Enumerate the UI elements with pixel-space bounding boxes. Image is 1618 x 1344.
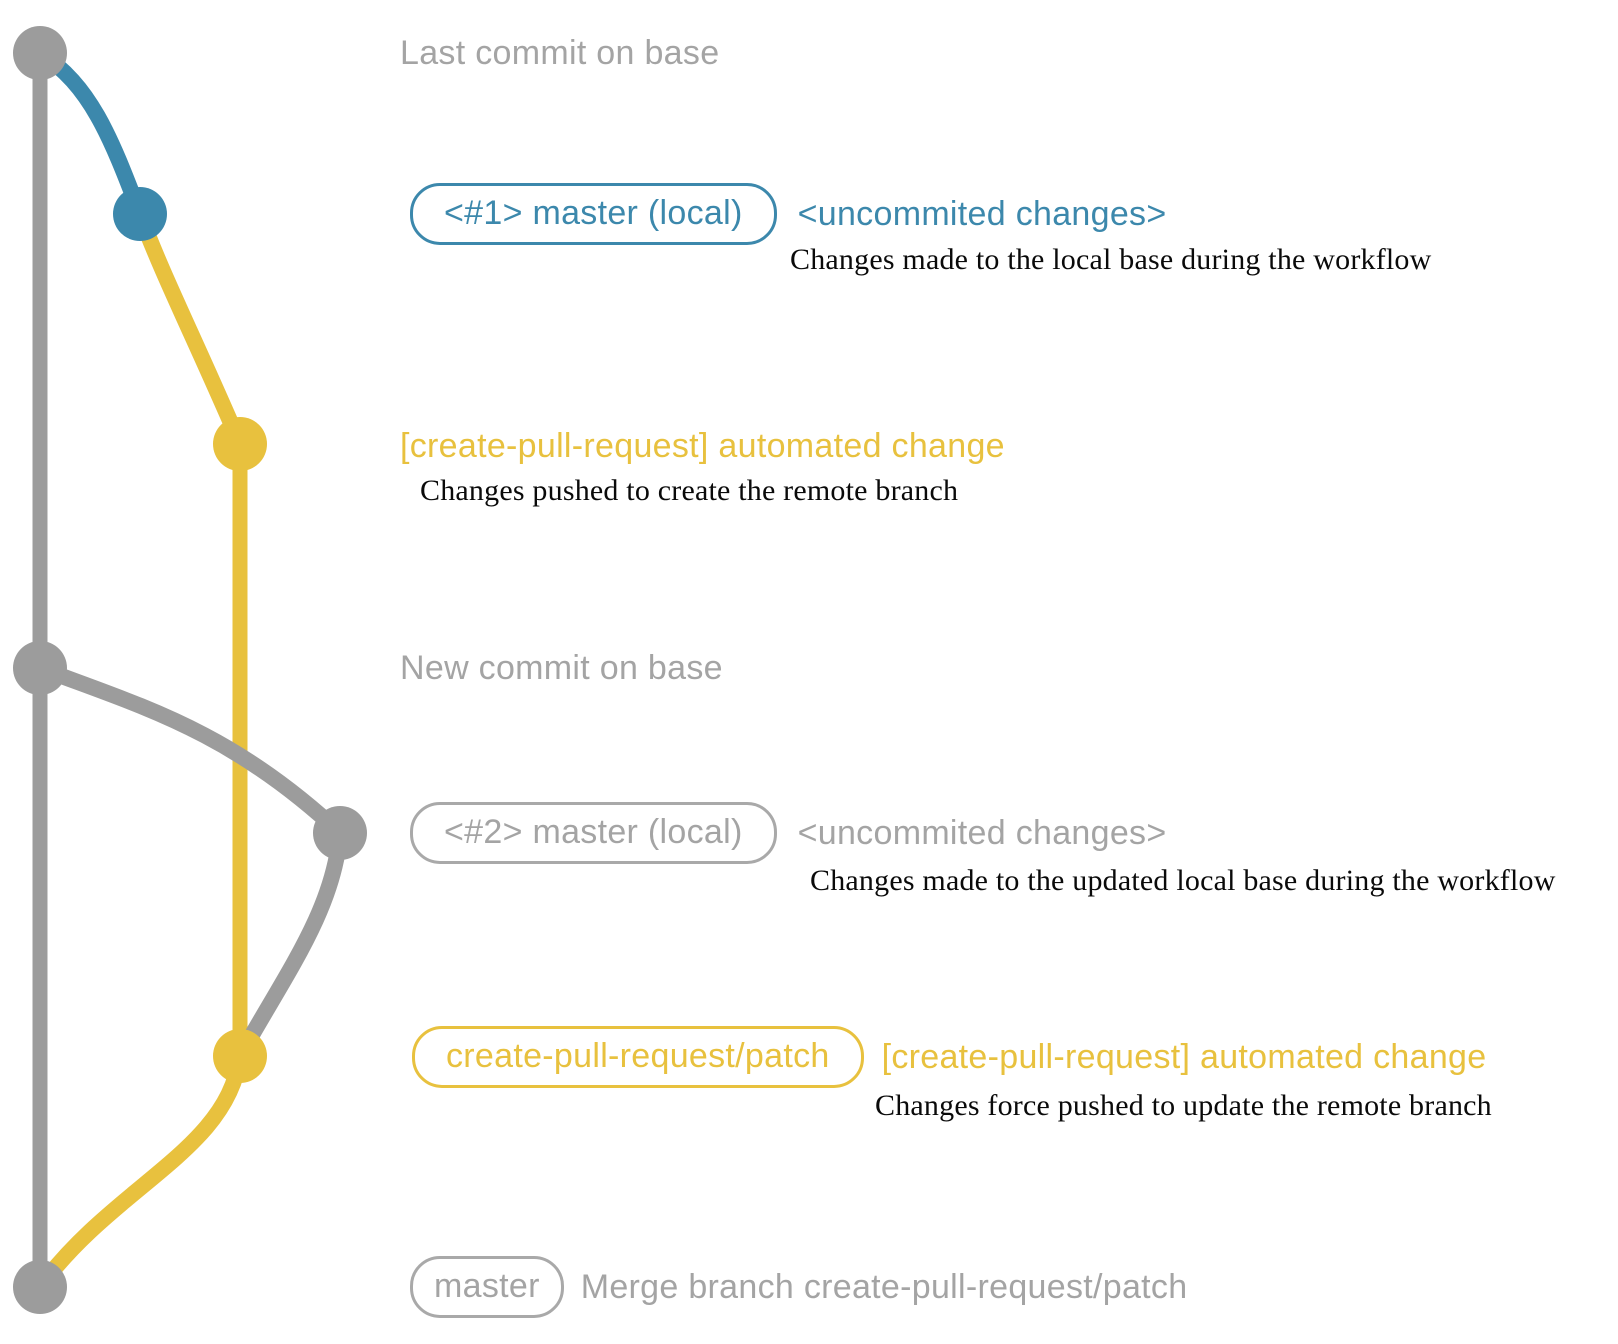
commit-dot-base-last xyxy=(13,26,67,80)
description-patch-2: Changes force pushed to update the remot… xyxy=(875,1089,1492,1122)
branch-badge-patch: create-pull-request/patch xyxy=(412,1025,864,1089)
row-patch-commit-2: create-pull-request/patch [create-pull-r… xyxy=(412,1025,1487,1089)
branch-curve-local1-to-patch1 xyxy=(132,211,248,448)
branch-badge-master: master xyxy=(410,1255,564,1319)
commit-dot-local-1 xyxy=(113,187,167,241)
commit-dot-patch-1 xyxy=(213,417,267,471)
annotation-new-commit-text: New commit on base xyxy=(400,648,723,687)
row-local-commit-2: <#2> master (local) <uncommited changes> xyxy=(410,801,1167,865)
commit-message-merge: Merge branch create-pull-request/patch xyxy=(580,1267,1188,1306)
commit-message-patch-1: [create-pull-request] automated change xyxy=(400,426,1005,465)
row-local-commit-1: <#1> master (local) <uncommited changes> xyxy=(410,182,1167,246)
row-patch-commit-1: [create-pull-request] automated change xyxy=(400,426,1005,466)
annotation-last-commit-text: Last commit on base xyxy=(400,33,720,72)
commit-dot-local-2 xyxy=(313,806,367,860)
annotation-new-commit: New commit on base xyxy=(400,648,723,688)
merge-curve-patch-to-master xyxy=(33,1054,248,1292)
commit-dot-patch-2 xyxy=(213,1029,267,1083)
commit-message-local-1: <uncommited changes> xyxy=(797,194,1167,233)
branch-curve-local2-to-patch2 xyxy=(233,832,348,1060)
branch-badge-master-local-1: <#1> master (local) xyxy=(410,182,777,246)
commit-message-local-2: <uncommited changes> xyxy=(797,813,1167,852)
commit-dot-base-new xyxy=(13,641,67,695)
commit-dot-merge xyxy=(13,1260,67,1314)
description-patch-1: Changes pushed to create the remote bran… xyxy=(420,474,959,507)
row-merge-commit: master Merge branch create-pull-request/… xyxy=(410,1255,1188,1319)
branch-badge-master-local-2: <#2> master (local) xyxy=(410,801,777,865)
description-local-2: Changes made to the updated local base d… xyxy=(810,864,1556,897)
annotation-last-commit: Last commit on base xyxy=(400,33,719,73)
commit-message-patch-2: [create-pull-request] automated change xyxy=(881,1037,1487,1076)
description-local-1: Changes made to the local base during th… xyxy=(790,243,1432,276)
branch-curve-base-to-local1 xyxy=(35,46,148,217)
branch-curve-base-to-local2 xyxy=(37,660,346,839)
